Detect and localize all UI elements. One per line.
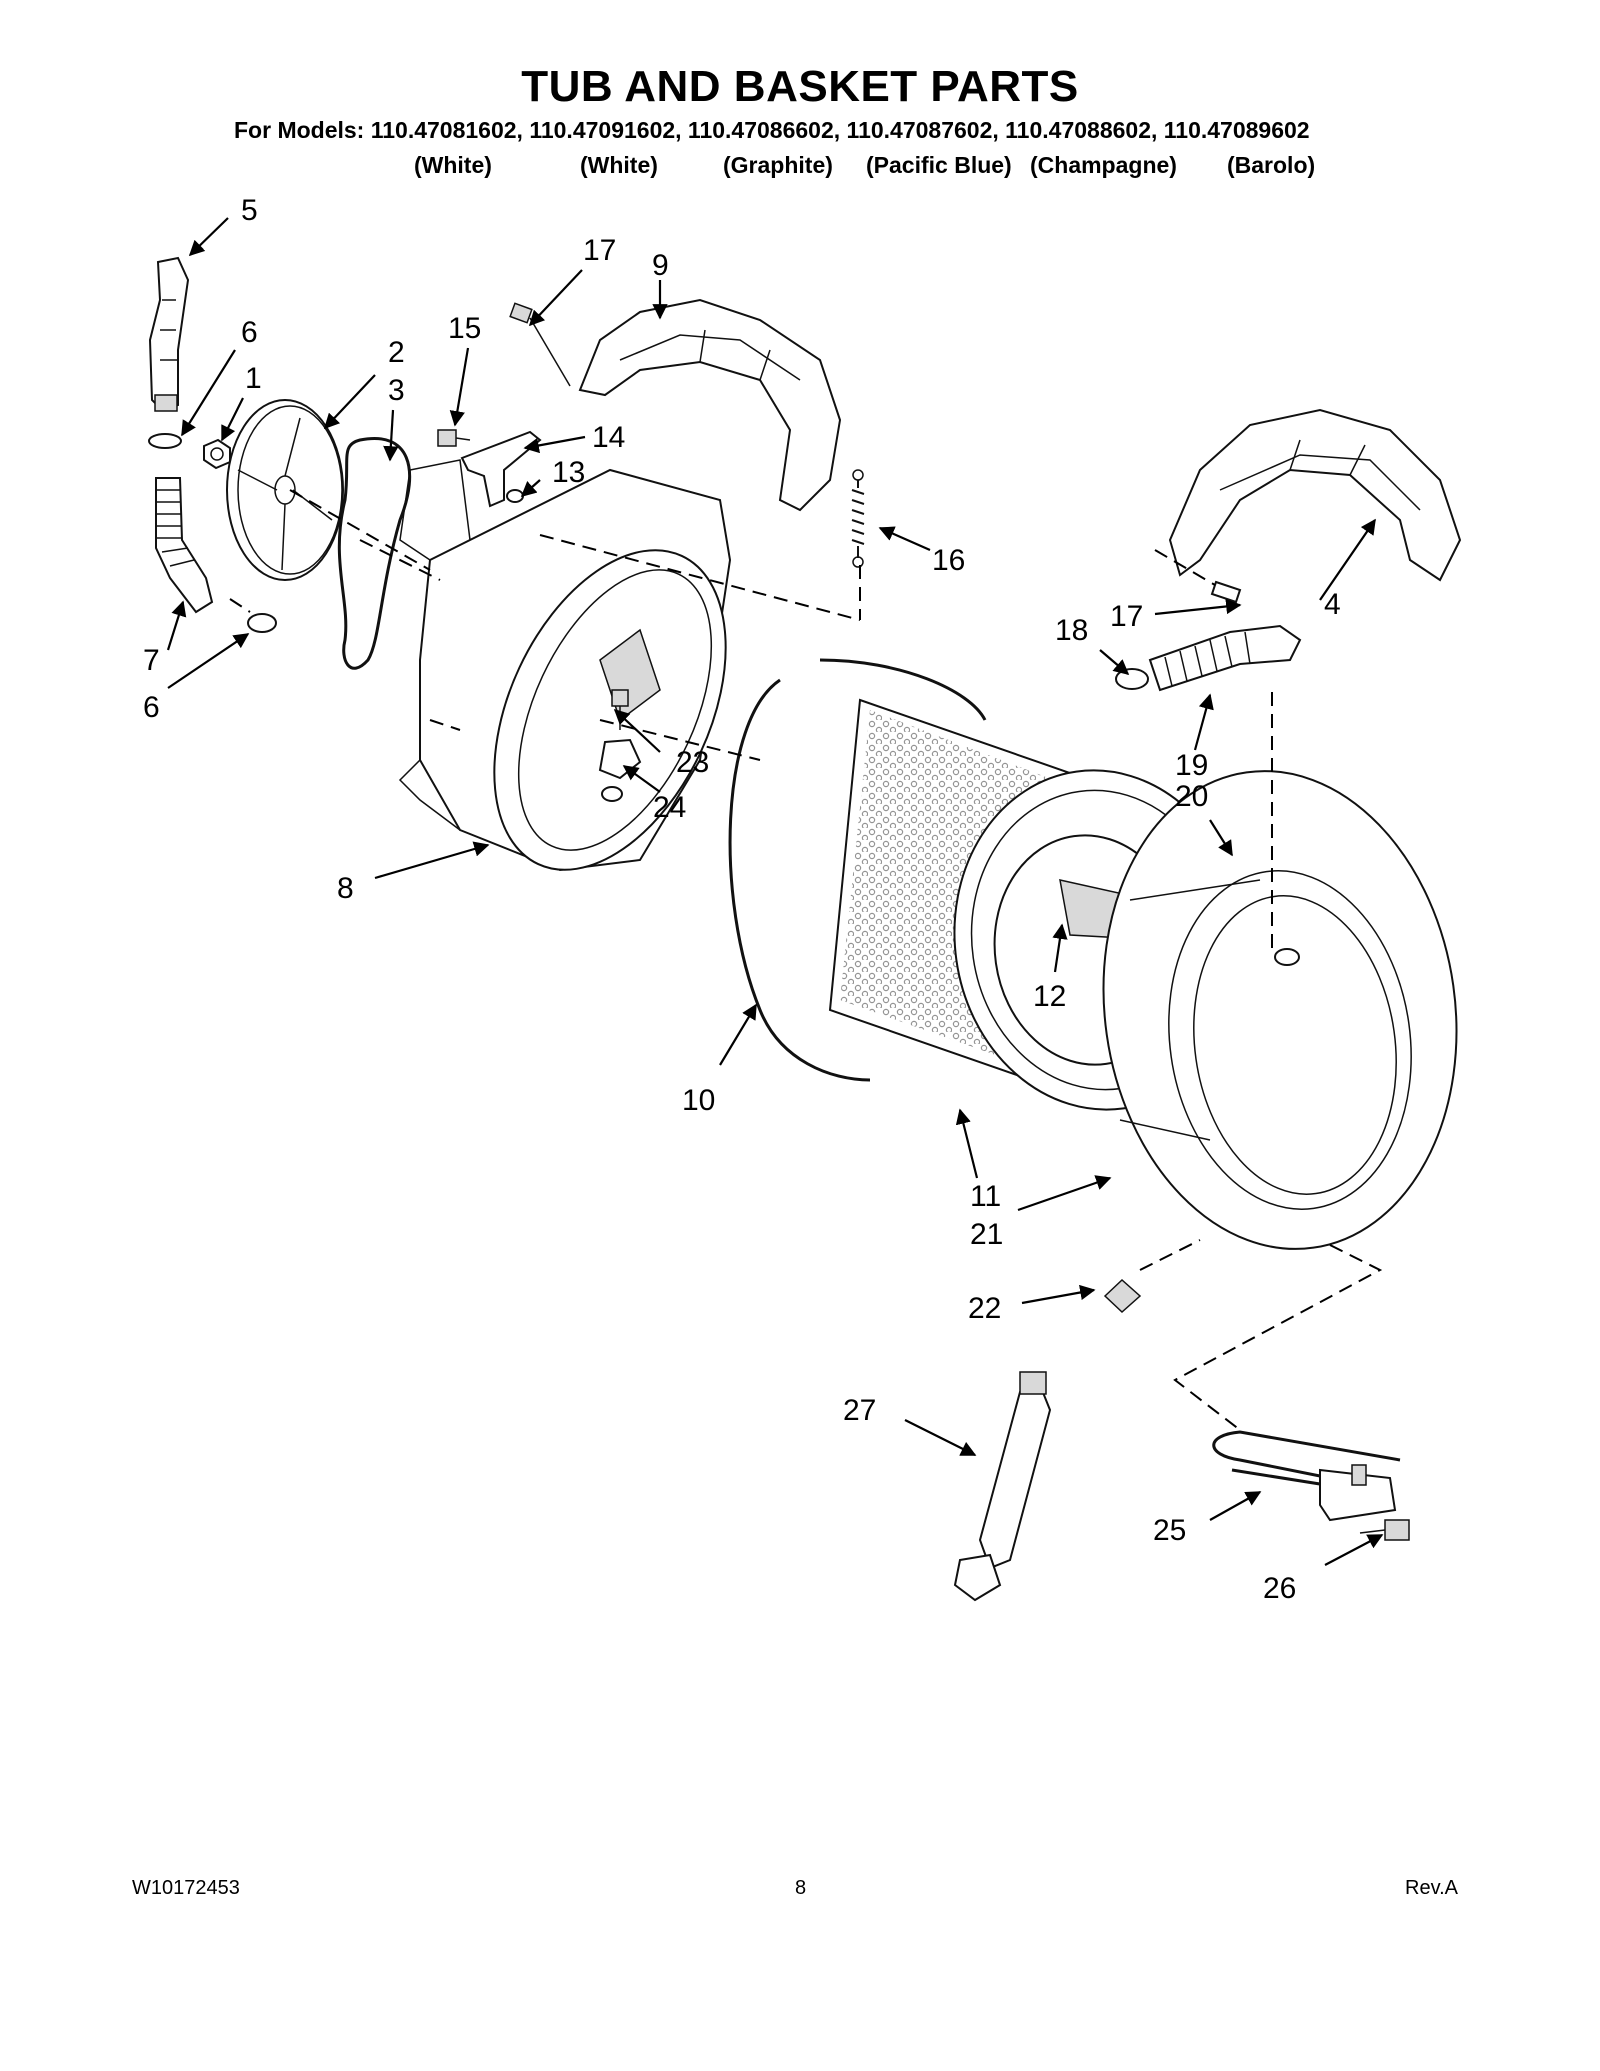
callout-6: 6 <box>241 316 258 349</box>
callout-2: 2 <box>388 336 405 369</box>
callout-labels: 5 6 1 2 3 7 6 8 9 17 15 14 13 16 4 17 18… <box>143 194 1341 1605</box>
callout-19: 19 <box>1175 749 1208 782</box>
callout-10: 10 <box>682 1084 715 1117</box>
callout-5: 5 <box>241 194 258 227</box>
callout-23: 23 <box>676 746 709 779</box>
page-number: 8 <box>795 1877 807 1899</box>
callout-16: 16 <box>932 544 965 577</box>
callout-27: 27 <box>843 1394 876 1427</box>
callout-13: 13 <box>552 456 585 489</box>
document-number: W10172453 <box>132 1877 240 1899</box>
callout-1: 1 <box>245 362 262 395</box>
rear-tub-part-8 <box>398 459 732 872</box>
front-tub-part-21 <box>1102 770 1458 1250</box>
leader-lines <box>166 217 1384 1566</box>
callout-11: 11 <box>970 1180 1001 1213</box>
counterweight-part-9 <box>578 298 842 512</box>
probe-part-27 <box>953 1371 1052 1602</box>
hose-part-19 <box>1148 624 1302 692</box>
revision-label: Rev.A <box>1405 1877 1458 1899</box>
callout-14: 14 <box>592 421 625 454</box>
models-line: For Models: 110.47081602, 110.47091602, … <box>234 117 1310 143</box>
callout-17: 17 <box>583 234 616 267</box>
callout-24: 24 <box>653 791 686 824</box>
clamp-part-18 <box>1115 668 1149 690</box>
callout-9: 9 <box>652 249 669 282</box>
nut-part-1 <box>203 438 231 470</box>
counterweight-part-4 <box>1168 408 1462 582</box>
callout-7: 7 <box>143 644 160 677</box>
callout-25: 25 <box>1153 1514 1186 1547</box>
bracket-part-14 <box>460 430 542 508</box>
clamp-part-6b <box>247 613 277 633</box>
callout-3: 3 <box>388 374 405 407</box>
page-title: TUB AND BASKET PARTS <box>521 62 1079 111</box>
screw-part-23 <box>611 689 629 730</box>
callout-21: 21 <box>970 1218 1003 1251</box>
seal-part-10 <box>728 658 987 1082</box>
model-color: (Barolo) <box>1227 152 1316 178</box>
sensor-part-26 <box>1359 1519 1410 1541</box>
screw-part-15 <box>437 429 471 447</box>
callout-8: 8 <box>337 872 354 905</box>
model-color: (Pacific Blue) <box>866 152 1012 178</box>
model-color: (Champagne) <box>1030 152 1177 178</box>
hose-part-7 <box>155 477 214 614</box>
model-color: (White) <box>414 152 492 178</box>
callout-6b: 6 <box>143 691 160 724</box>
drain-hose-part-5 <box>148 256 190 412</box>
assembly-lines <box>229 489 1383 1431</box>
clamp-part-6 <box>148 433 182 449</box>
spring-part-16 <box>851 469 865 568</box>
pulley-part-2 <box>226 399 344 581</box>
callout-22: 22 <box>968 1292 1001 1325</box>
screw-part-17b <box>1210 580 1242 604</box>
callout-4: 4 <box>1324 588 1341 621</box>
callout-20: 20 <box>1175 780 1208 813</box>
callout-26: 26 <box>1263 1572 1296 1605</box>
callout-17b: 17 <box>1110 600 1143 633</box>
model-color: (White) <box>580 152 658 178</box>
model-color: (Graphite) <box>723 152 833 178</box>
belt-part-3 <box>337 437 412 670</box>
spacer-part-13 <box>506 489 524 503</box>
screw-part-17 <box>509 302 571 387</box>
heater-part-25 <box>1212 1430 1401 1522</box>
gasket-part-22 <box>1103 1278 1142 1314</box>
callout-15: 15 <box>448 312 481 345</box>
callout-18: 18 <box>1055 614 1088 647</box>
callout-12: 12 <box>1033 980 1066 1013</box>
